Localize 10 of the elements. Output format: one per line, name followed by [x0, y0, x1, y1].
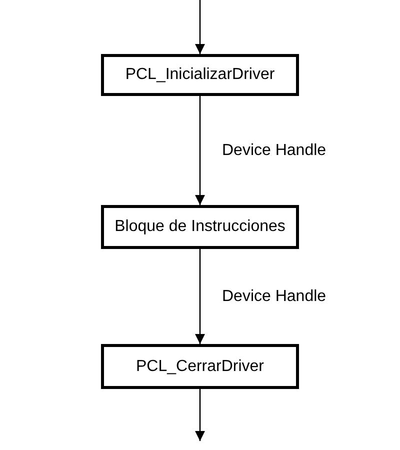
arrow — [195, 249, 205, 344]
arrow — [195, 389, 205, 441]
box-text: Bloque de Instrucciones — [114, 218, 286, 236]
box-text: PCL_CerrarDriver — [136, 358, 264, 376]
process-box — [101, 344, 299, 389]
box-text: PCL_InicializarDriver — [125, 66, 275, 84]
arrow — [195, 0, 205, 54]
process-box — [101, 205, 299, 249]
arrow — [195, 96, 205, 205]
process-box — [101, 54, 299, 96]
